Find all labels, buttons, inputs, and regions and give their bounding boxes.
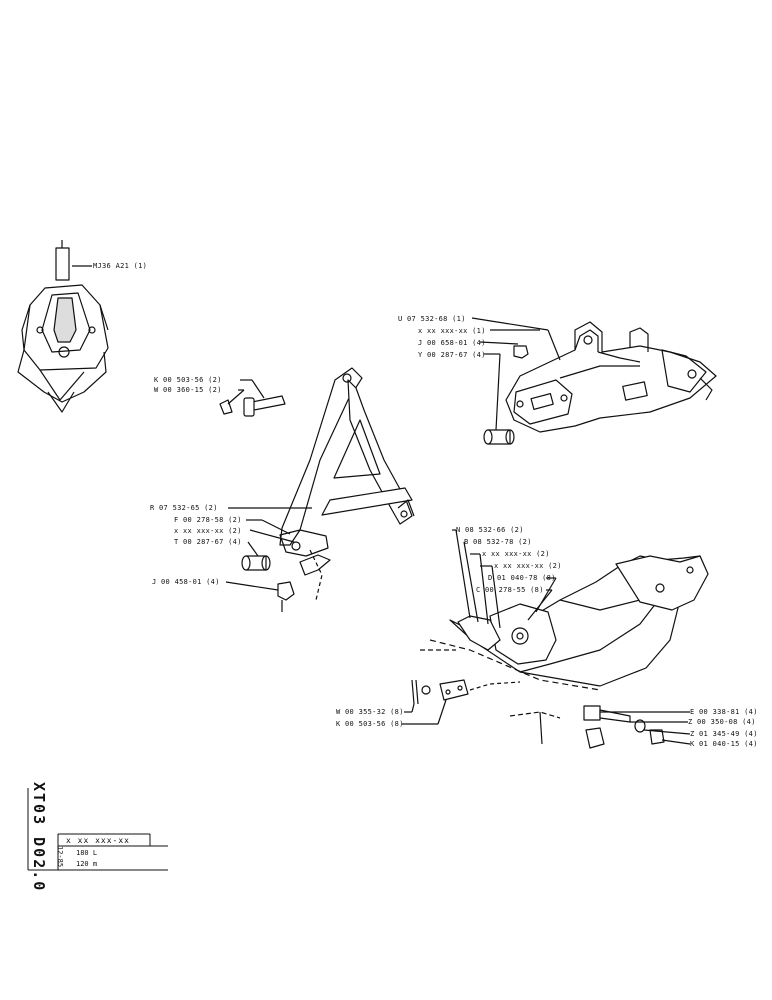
bushing-lower xyxy=(241,555,271,571)
label-frame-1: K 00 503-56 (2) xyxy=(154,376,222,384)
label-pivot-2: x xx xxx-xx (1) xyxy=(418,327,486,335)
label-arm-2: F 00 278-58 (2) xyxy=(174,516,242,524)
label-shell-3: x xx xxx-xx (2) xyxy=(482,550,550,558)
label-bolt-3: Z 01 345-49 (4) xyxy=(690,730,758,738)
drawing-code: XT03 D02.0 xyxy=(30,782,48,893)
title-line-2: 120 m xyxy=(76,860,98,868)
label-shell-6: C 00 278-55 (8) xyxy=(476,586,544,594)
nut-lower xyxy=(277,581,295,601)
bushing-part xyxy=(483,429,515,445)
pin-link xyxy=(411,679,521,705)
label-shell-1: N 08 532-66 (2) xyxy=(456,526,524,534)
pivot-housing xyxy=(505,321,717,433)
label-frame-2: W 00 360-15 (2) xyxy=(154,386,222,394)
label-pin-2: K 00 503-56 (8) xyxy=(336,720,404,728)
label-bolt-4: K 01 040-15 (4) xyxy=(690,740,758,748)
label-arm-3: x xx xxx-xx (2) xyxy=(174,527,242,535)
label-shell-4: x xx xxx-xx (2) xyxy=(494,562,562,570)
bolt-assembly xyxy=(509,705,665,749)
leader-pivot-1 xyxy=(471,317,549,331)
label-top-left: MJ36 A21 (1) xyxy=(93,262,148,270)
frame-arm xyxy=(279,367,415,576)
title-line-1: 180 L xyxy=(76,849,98,857)
pin-upper xyxy=(219,395,286,417)
label-pivot-3: J 00 658-01 (4) xyxy=(418,339,486,347)
label-shell-5: D 01 040-78 (8) xyxy=(488,574,556,582)
label-arm-4: T 00 287-67 (4) xyxy=(174,538,242,546)
grab-assembly-overview xyxy=(17,240,109,413)
label-shell-2: B 08 532-78 (2) xyxy=(464,538,532,546)
drawing-date: 12-85 xyxy=(56,846,64,868)
label-pin-1: W 00 355-32 (8) xyxy=(336,708,404,716)
label-arm-1: R 07 532-65 (2) xyxy=(150,504,218,512)
label-bolt-2: Z 00 350-08 (4) xyxy=(688,718,756,726)
label-pivot-1: U 07 532-68 (1) xyxy=(398,315,466,323)
grab-shell xyxy=(420,555,709,691)
label-arm-5: J 00 458-01 (4) xyxy=(152,578,220,586)
label-pivot-4: Y 00 287-67 (4) xyxy=(418,351,486,359)
label-bolt-1: E 00 338-81 (4) xyxy=(690,708,758,716)
title-part-number: x xx xxx-xx xyxy=(66,836,130,845)
nut-part xyxy=(513,345,529,359)
title-block xyxy=(27,788,168,871)
